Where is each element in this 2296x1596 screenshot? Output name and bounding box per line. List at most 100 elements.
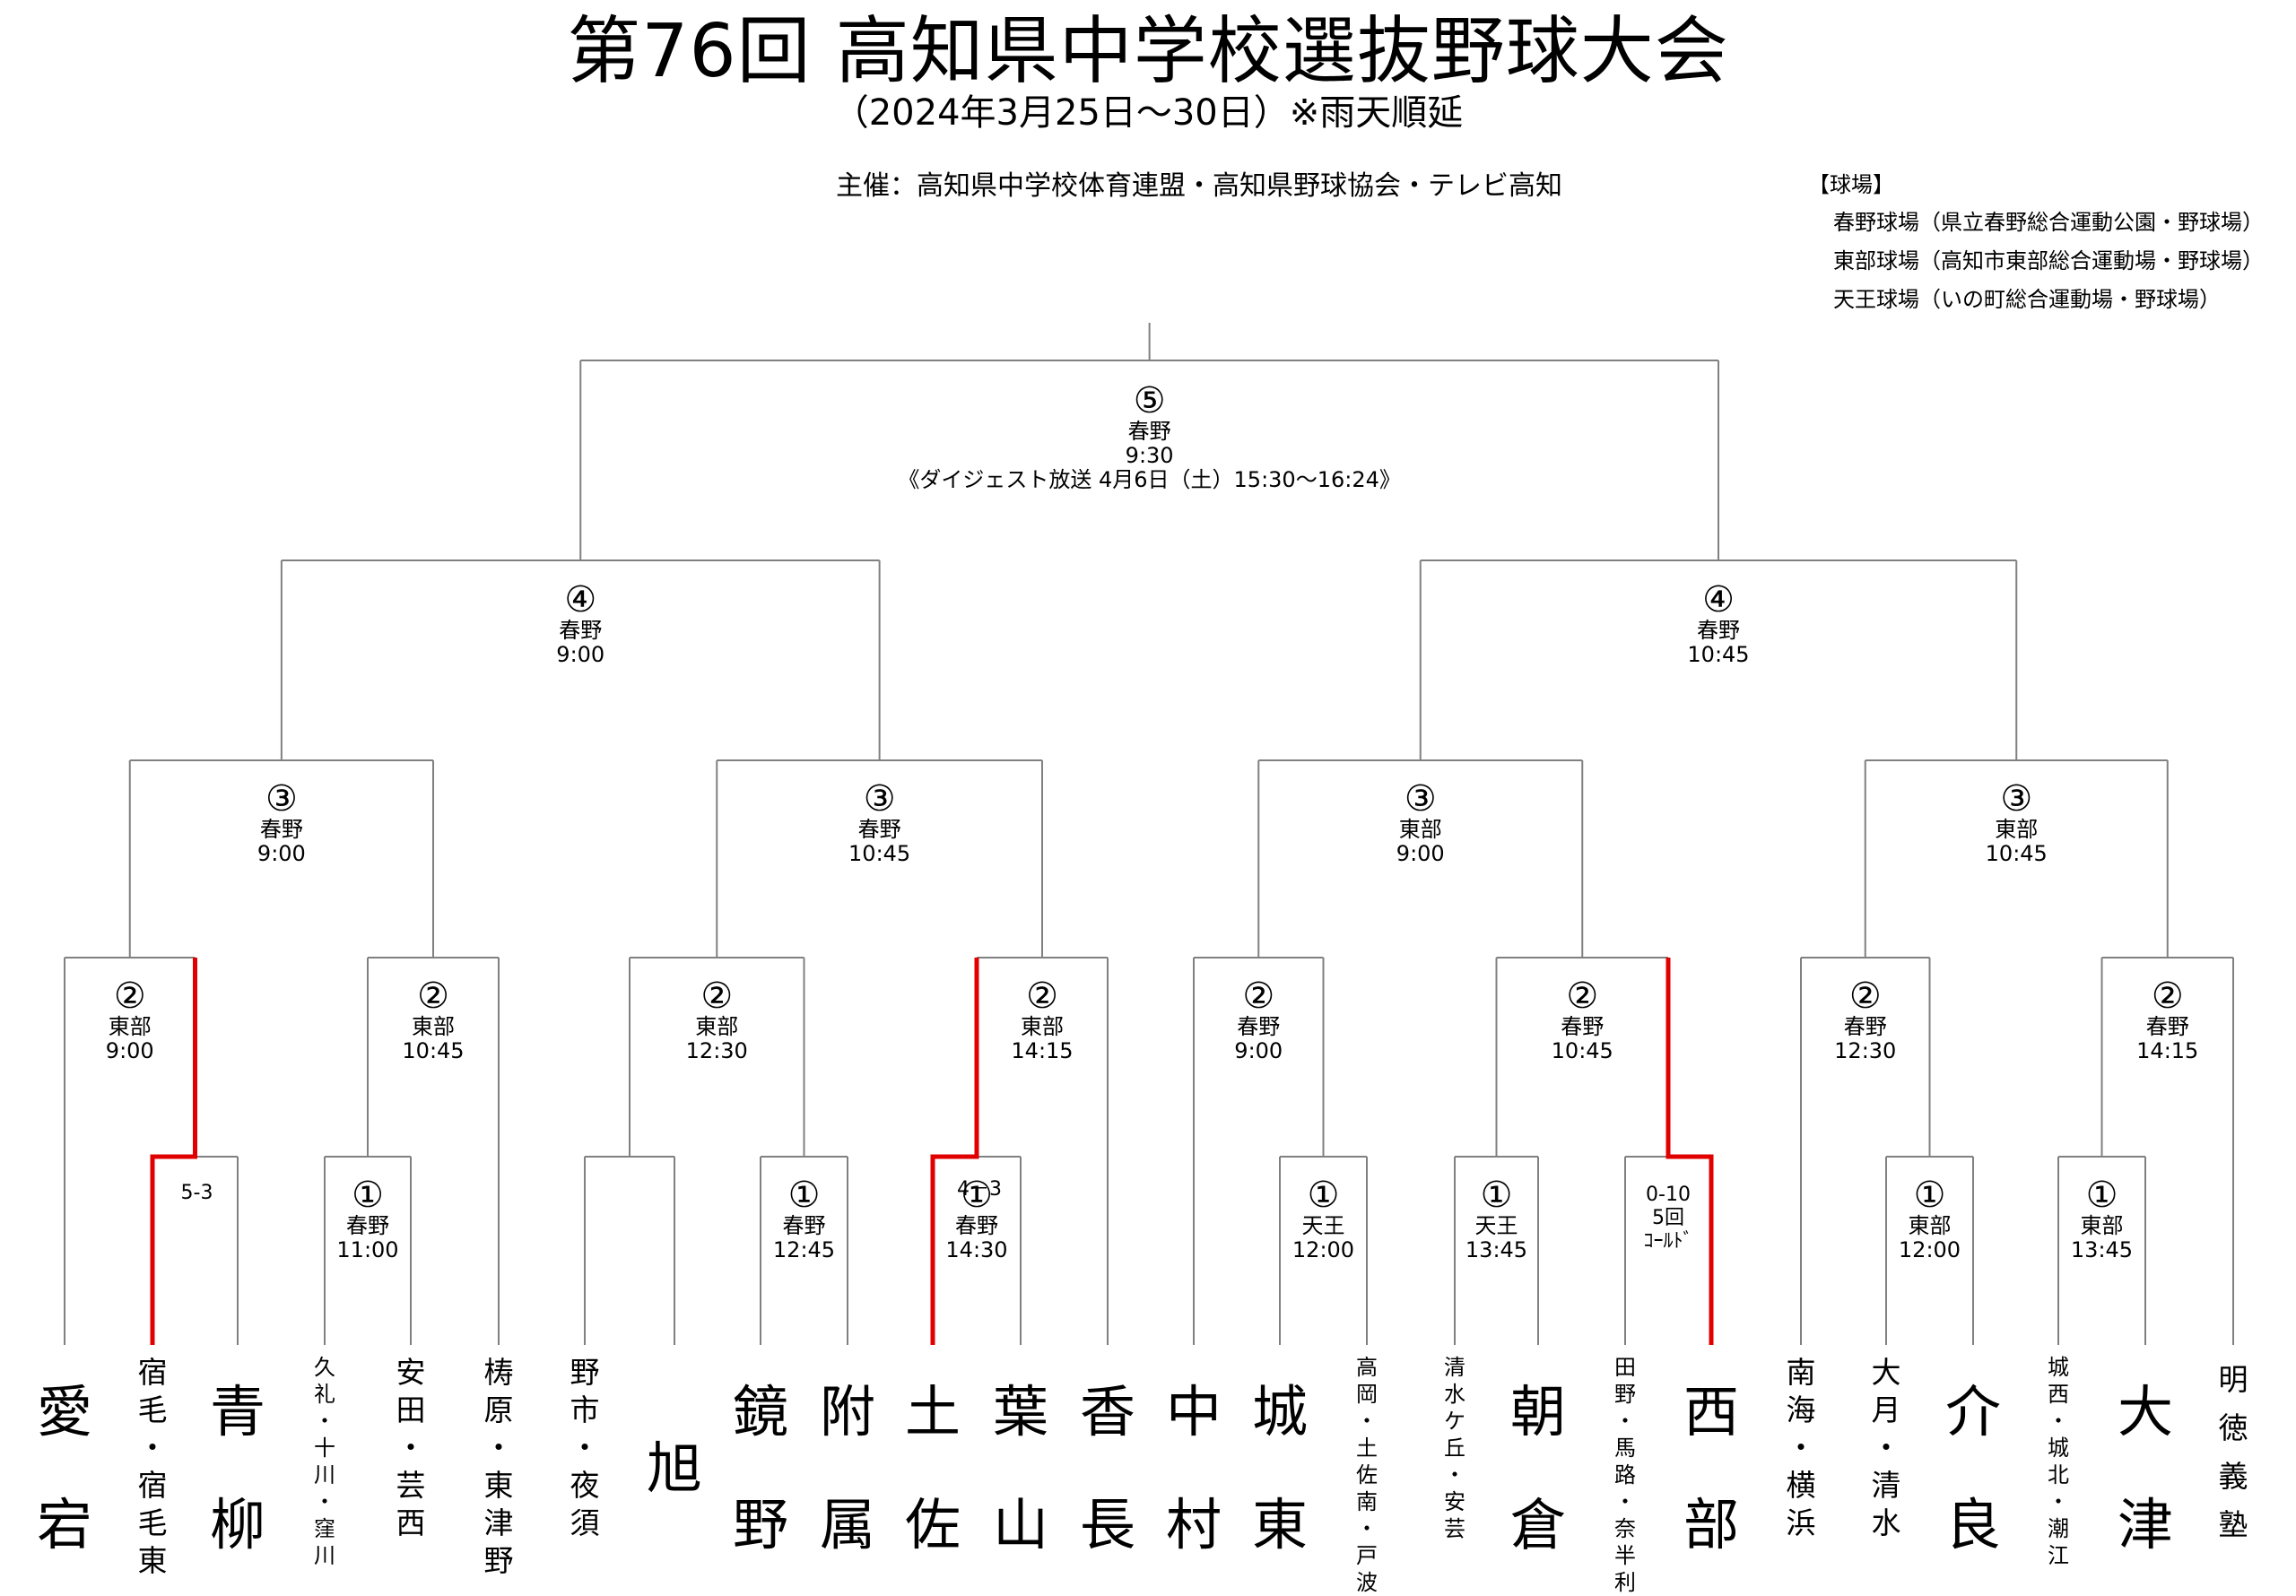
match-venue: 天王 bbox=[1474, 1213, 1518, 1238]
match-time: 14:30 bbox=[945, 1237, 1008, 1262]
team-name-char: 月 bbox=[1871, 1392, 1901, 1427]
team-name-char: 毛 bbox=[137, 1505, 168, 1540]
team-name-char: 城 bbox=[2048, 1355, 2069, 1380]
match-round-number: ③ bbox=[265, 778, 298, 820]
match-venue: 春野 bbox=[857, 817, 901, 842]
team-name-char: 奈 bbox=[1614, 1516, 1636, 1541]
match-time: 9:00 bbox=[105, 1038, 154, 1063]
team-name-char: 戸 bbox=[1356, 1543, 1378, 1568]
match-round-number: ② bbox=[700, 976, 734, 1017]
match-venue: 天王 bbox=[1301, 1213, 1345, 1238]
match-venue: 春野 bbox=[954, 1213, 998, 1238]
team-name-char: 村 bbox=[1165, 1492, 1222, 1557]
score-line: 0-10 bbox=[1646, 1184, 1691, 1206]
team-name-char: ・ bbox=[314, 1489, 335, 1514]
team-name-char: 清 bbox=[1444, 1355, 1465, 1380]
team-name-char: 津 bbox=[2117, 1492, 2174, 1557]
match-round-number: ① bbox=[787, 1175, 821, 1216]
team-name-char: 芸 bbox=[1444, 1516, 1465, 1541]
team-name: 鏡野 bbox=[733, 1356, 788, 1582]
team-name-char: 朝 bbox=[1509, 1379, 1567, 1444]
team-name-char: 南 bbox=[1786, 1355, 1816, 1390]
team-name-char: 野 bbox=[483, 1543, 514, 1578]
venue-item: 春野球場（県立春野総合運動公園・野球場） bbox=[1833, 210, 2264, 235]
team-name-char: 馬 bbox=[1614, 1436, 1636, 1461]
team-name-char: 葉 bbox=[992, 1379, 1049, 1444]
team-name-char: ・ bbox=[1356, 1409, 1378, 1434]
match-venue: 東部 bbox=[411, 1014, 455, 1039]
match-venue: 春野 bbox=[1127, 419, 1171, 444]
team-name-char: 部 bbox=[1683, 1492, 1740, 1557]
match-round-number: ④ bbox=[564, 579, 597, 620]
team-name-char: 明 bbox=[2218, 1362, 2248, 1397]
match-time: 9:00 bbox=[556, 642, 605, 667]
score-label: 5-3 bbox=[181, 1182, 213, 1205]
team-name-char: 海 bbox=[1786, 1392, 1816, 1427]
match-round-number: ① bbox=[2085, 1175, 2118, 1216]
team-name-char: ・ bbox=[314, 1409, 335, 1434]
team-name-char: 土 bbox=[1356, 1436, 1378, 1461]
team-name-char: 半 bbox=[1614, 1543, 1636, 1568]
team-name-char: ・ bbox=[1871, 1430, 1901, 1465]
team-name-char: 浜 bbox=[1786, 1505, 1816, 1540]
team-name-char: 南 bbox=[1356, 1489, 1378, 1514]
team-name-char: ・ bbox=[137, 1430, 168, 1465]
team-name-char: 利 bbox=[1614, 1570, 1636, 1595]
team-name: 梼原・東津野 bbox=[484, 1354, 514, 1580]
team-name-char: 鏡 bbox=[732, 1379, 789, 1444]
team-name-char: ・ bbox=[1614, 1489, 1636, 1514]
team-name-char: 中 bbox=[1165, 1379, 1222, 1444]
team-name-char: 田 bbox=[396, 1392, 426, 1427]
match-round-number: ① bbox=[961, 1175, 993, 1216]
team-name-char: 北 bbox=[2048, 1462, 2069, 1488]
team-name-char: 西 bbox=[2048, 1382, 2069, 1407]
team-name-char: ・ bbox=[1356, 1516, 1378, 1541]
team-name-char: 義 bbox=[2218, 1459, 2248, 1494]
match-time: 11:00 bbox=[336, 1237, 399, 1262]
team-name-char: ・ bbox=[1444, 1462, 1465, 1488]
match-time: 12:00 bbox=[1898, 1237, 1961, 1262]
team-name-char: 長 bbox=[1079, 1492, 1136, 1557]
team-name: 附属 bbox=[820, 1356, 875, 1582]
match-round-number: ④ bbox=[1702, 579, 1735, 620]
team-name-char: 西 bbox=[1683, 1379, 1740, 1444]
match-venue: 春野 bbox=[259, 817, 303, 842]
team-name: 土佐 bbox=[905, 1356, 961, 1582]
score-line: 5回 bbox=[1651, 1207, 1684, 1229]
team-name-char: 野 bbox=[1614, 1382, 1636, 1407]
team-name: 葉山 bbox=[993, 1356, 1048, 1582]
match-round-number: ② bbox=[1026, 976, 1058, 1017]
match-venue: 東部 bbox=[695, 1014, 739, 1039]
team-name: 田野・馬路・奈半利 bbox=[1614, 1354, 1636, 1596]
match-time: 9:00 bbox=[1396, 841, 1445, 866]
match-venue: 春野 bbox=[345, 1213, 389, 1238]
team-name: 南海・横浜 bbox=[1787, 1354, 1816, 1542]
team-name-char: 野 bbox=[732, 1492, 789, 1557]
team-name-char: 丘 bbox=[1444, 1436, 1465, 1461]
match-venue: 東部 bbox=[1398, 817, 1442, 842]
team-name-char: 附 bbox=[819, 1379, 876, 1444]
match-time: 12:45 bbox=[772, 1237, 836, 1262]
team-name: 高岡・土佐南・戸波 bbox=[1356, 1354, 1378, 1596]
team-name-char: 城 bbox=[2048, 1436, 2069, 1461]
venue-heading: 【球場】 bbox=[1808, 172, 1894, 197]
match-venue: 東部 bbox=[1020, 1014, 1064, 1039]
team-name-char: 市 bbox=[570, 1392, 600, 1427]
team-name-char: 安 bbox=[1444, 1489, 1465, 1514]
match-time: 14:15 bbox=[2136, 1038, 2199, 1063]
match-round-number: ② bbox=[2151, 976, 2184, 1017]
team-name-char: 佐 bbox=[904, 1492, 961, 1557]
team-name-char: 属 bbox=[819, 1492, 876, 1557]
team-name: 愛宕 bbox=[37, 1356, 92, 1582]
match-venue: 春野 bbox=[782, 1213, 826, 1238]
score-line: 5-3 bbox=[180, 1182, 213, 1204]
team-name: 清水ケ丘・安芸 bbox=[1444, 1354, 1465, 1542]
